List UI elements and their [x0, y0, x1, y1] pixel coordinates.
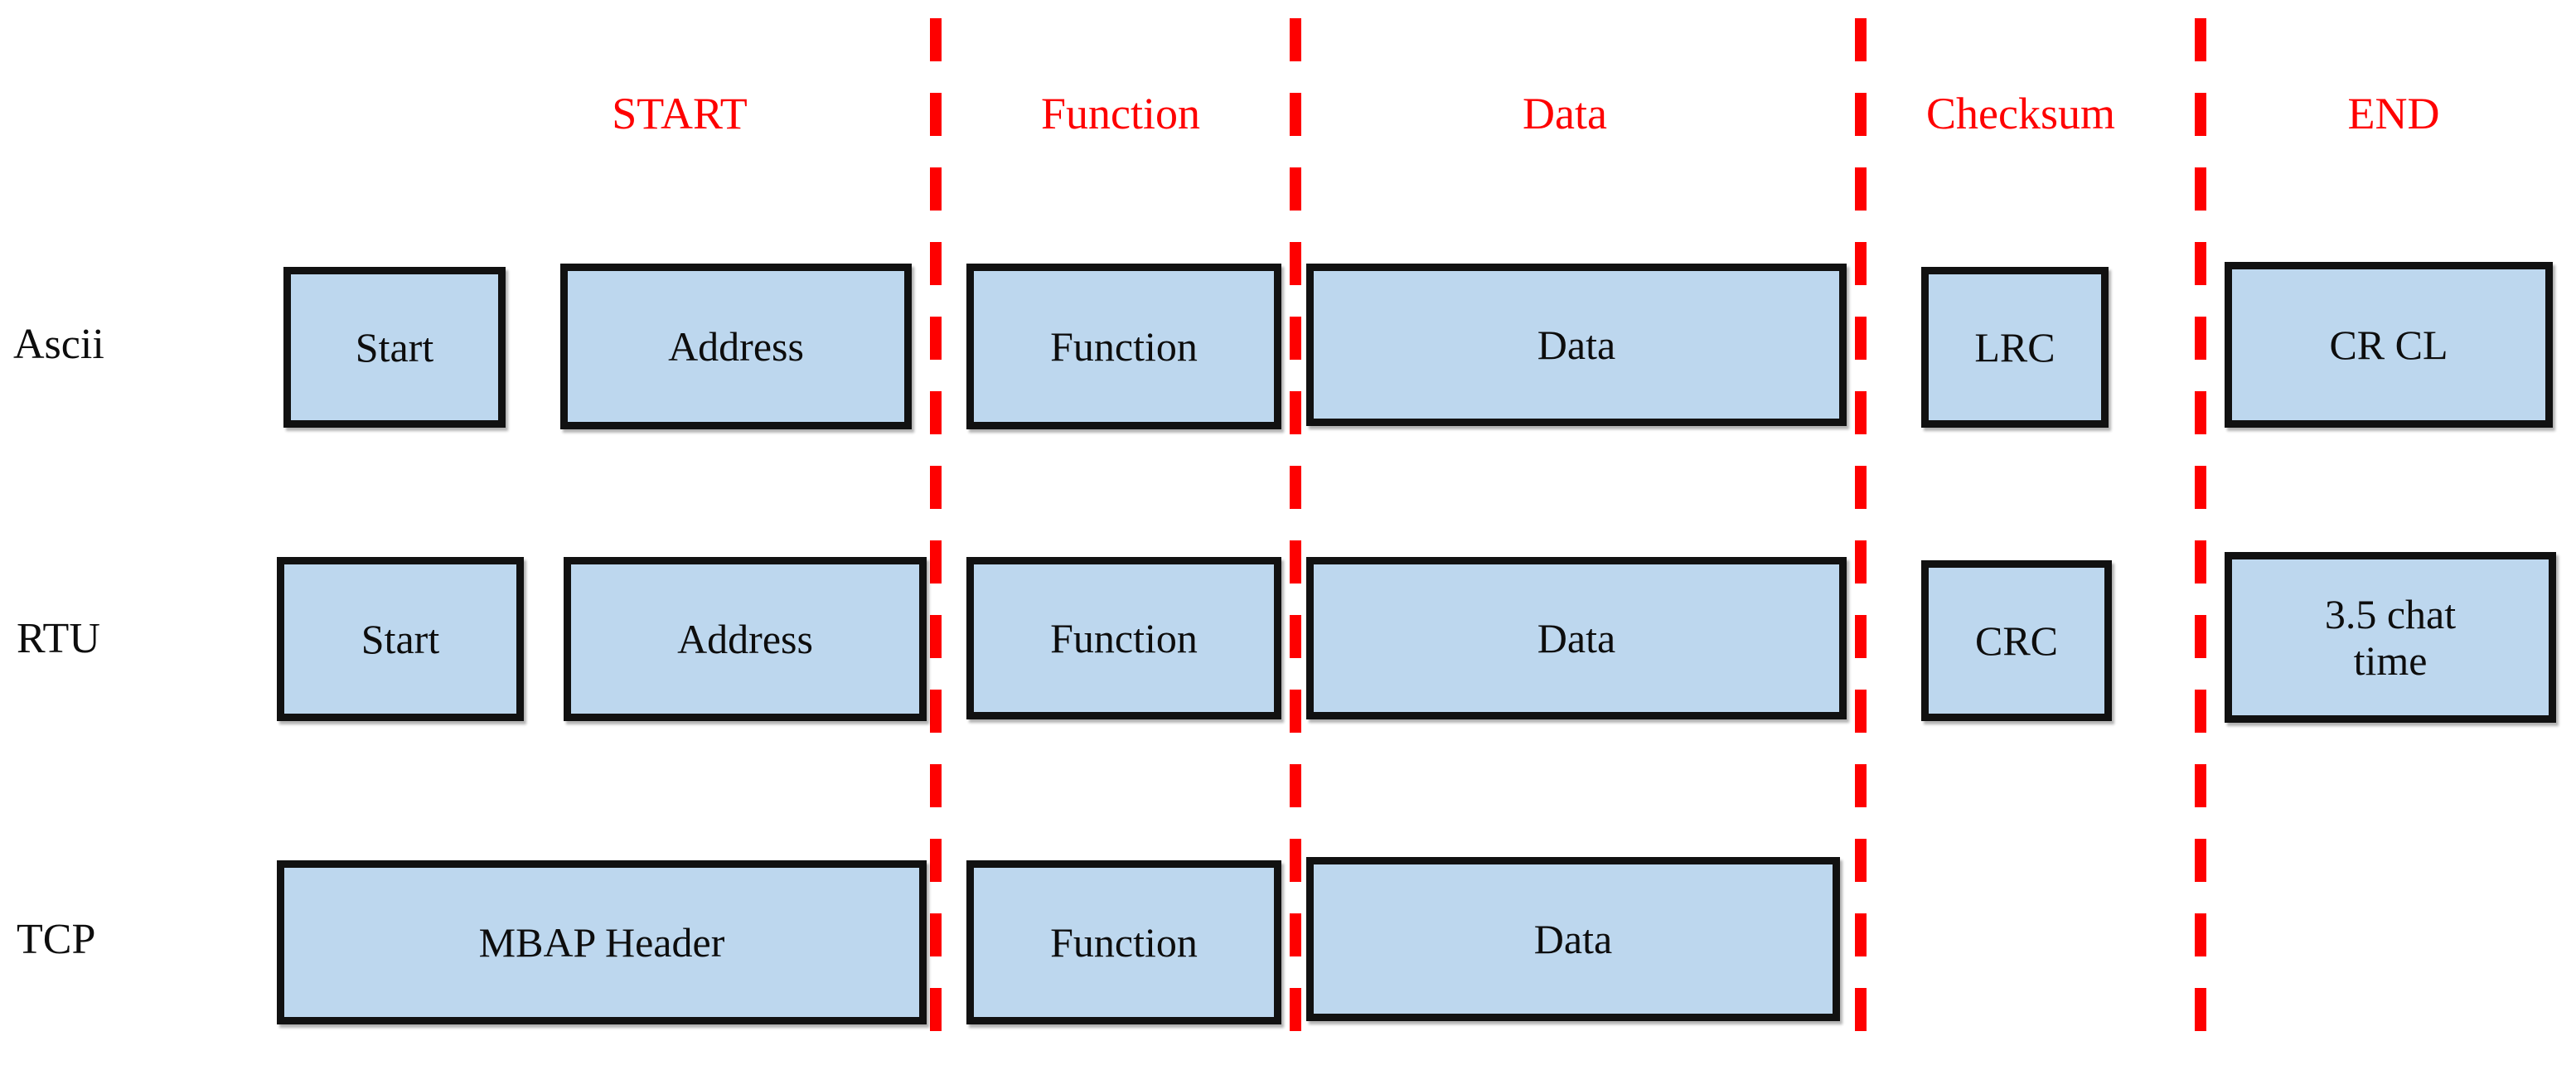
- field-box-ascii-address: Address: [560, 264, 912, 429]
- field-box-rtu-start: Start: [277, 557, 524, 721]
- column-heading-checksum: Checksum: [1926, 89, 2115, 138]
- field-box-rtu-crc: CRC: [1921, 560, 2112, 721]
- column-heading-data: Data: [1523, 89, 1607, 138]
- column-heading-end: END: [2347, 89, 2440, 138]
- field-box-ascii-function: Function: [966, 264, 1281, 429]
- row-label-tcp: TCP: [17, 916, 96, 963]
- row-label-ascii: Ascii: [13, 321, 104, 368]
- function-data-divider: [1290, 18, 1301, 1043]
- column-heading-function: Function: [1040, 89, 1201, 138]
- start-function-divider: [930, 18, 942, 1043]
- data-checksum-divider: [1855, 18, 1867, 1043]
- field-label: Data: [1533, 915, 1613, 962]
- field-box-ascii-start: Start: [283, 267, 506, 428]
- field-label: Start: [361, 615, 440, 662]
- field-label: CR CL: [2329, 321, 2448, 368]
- field-label: Function: [1050, 614, 1198, 661]
- field-box-rtu-data: Data: [1306, 557, 1847, 719]
- field-label: LRC: [1974, 323, 2055, 370]
- column-heading-start: START: [612, 89, 748, 138]
- row-label-rtu: RTU: [17, 615, 100, 662]
- checksum-end-divider: [2195, 18, 2206, 1043]
- field-box-tcp-data: Data: [1306, 857, 1840, 1021]
- field-box-ascii-lrc: LRC: [1921, 267, 2109, 428]
- field-label: Address: [677, 615, 813, 662]
- field-box-rtu-function: Function: [966, 557, 1281, 719]
- field-box-tcp-mbap: MBAP Header: [277, 860, 927, 1024]
- field-label: Data: [1537, 614, 1616, 661]
- field-label: CRC: [1974, 617, 2059, 664]
- field-label: MBAP Header: [478, 918, 725, 966]
- field-label: Data: [1537, 321, 1616, 368]
- field-label: Address: [668, 322, 804, 370]
- field-box-ascii-crcl: CR CL: [2225, 262, 2553, 428]
- field-label: Function: [1050, 918, 1198, 966]
- field-box-rtu-address: Address: [564, 557, 927, 721]
- field-box-tcp-function: Function: [966, 860, 1281, 1024]
- field-label: Function: [1050, 322, 1198, 370]
- field-label: Start: [355, 323, 434, 370]
- field-box-ascii-data: Data: [1306, 264, 1847, 426]
